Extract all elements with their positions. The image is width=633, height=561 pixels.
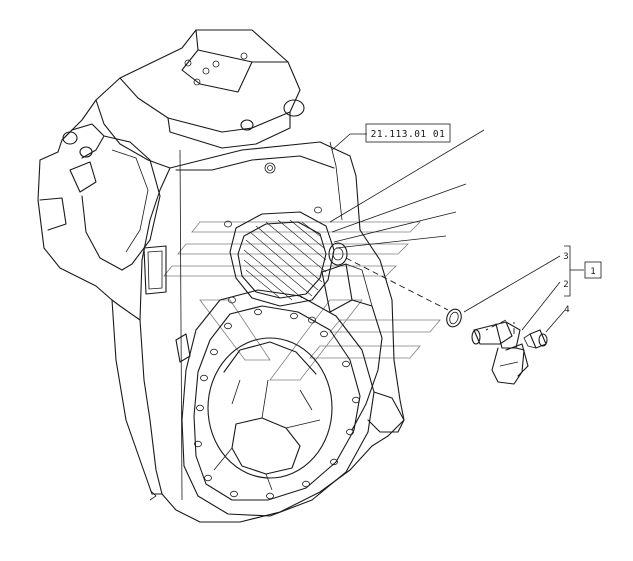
filler-hole <box>264 162 276 174</box>
bolt <box>523 329 548 349</box>
top-bolt-hole <box>184 59 192 67</box>
reference-label: 21.113.01 01 <box>371 129 446 140</box>
flange-bolt-holes <box>194 308 360 500</box>
sensor-port <box>328 242 348 266</box>
callout-item-4: 4 <box>564 305 569 315</box>
top-bolt-hole <box>193 78 201 86</box>
front-flange <box>181 206 405 517</box>
callout-bracket <box>564 245 584 297</box>
leader-item-3 <box>463 255 561 313</box>
top-bolt-hole <box>240 52 248 60</box>
callout-item-2: 2 <box>563 280 568 290</box>
group-callout-number: 1 <box>590 267 595 277</box>
reference-label-box: 21.113.01 01 <box>365 123 451 143</box>
leader-item-2 <box>521 281 561 331</box>
side-plate <box>143 245 167 295</box>
leader-item-4 <box>545 309 566 333</box>
upper-bore <box>229 211 335 307</box>
group-callout-box: 1 <box>584 261 602 279</box>
watermark-logo <box>163 221 441 381</box>
installation-axis <box>345 257 449 311</box>
top-bolt-hole <box>202 67 210 75</box>
top-bolt-hole <box>212 60 220 68</box>
o-ring <box>446 308 462 328</box>
leader-lines <box>329 129 566 333</box>
main-bore <box>207 337 333 479</box>
speed-sensor <box>471 321 529 385</box>
thread-hatching <box>243 219 327 301</box>
callout-item-3: 3 <box>563 252 568 262</box>
